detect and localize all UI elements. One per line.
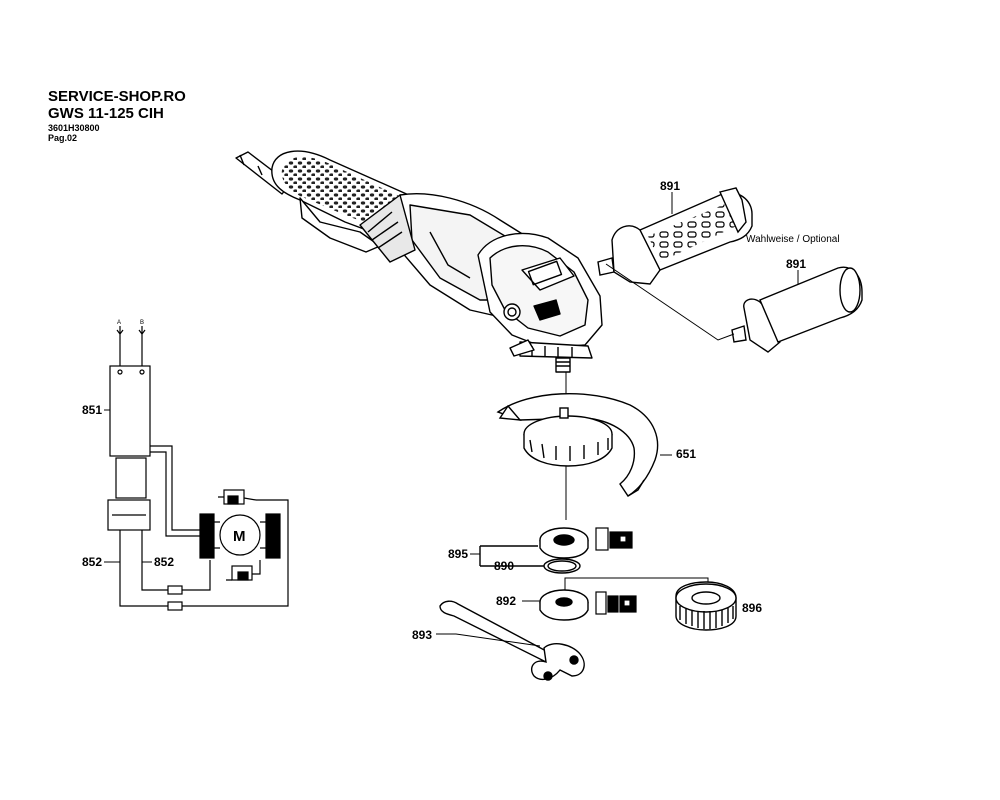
- model-name: GWS 11-125 CIH: [48, 105, 164, 122]
- flange-section: [595, 527, 633, 551]
- terminal-b: B: [140, 320, 144, 326]
- label-895: 895: [448, 547, 468, 561]
- clamping-nut: [539, 589, 589, 621]
- page-number: Pag.02: [48, 133, 78, 143]
- label-891-optional: 891: [786, 257, 806, 271]
- label-891-top: 891: [660, 179, 680, 193]
- nut-section: [595, 591, 637, 615]
- label-893: 893: [412, 628, 432, 642]
- inner-flange: [539, 527, 589, 559]
- label-890: 890: [494, 559, 514, 573]
- wiring-diagram: [107, 326, 289, 611]
- motor-symbol: M: [233, 528, 246, 545]
- angle-grinder-body: [235, 150, 603, 373]
- label-892: 892: [496, 594, 516, 608]
- label-852-right: 852: [154, 555, 174, 569]
- spanner-wrench: [439, 600, 585, 681]
- o-ring: [543, 558, 581, 574]
- label-896: 896: [742, 601, 762, 615]
- site-title: SERVICE-SHOP.RO: [48, 88, 186, 105]
- side-handle-top: [597, 187, 753, 285]
- label-651: 651: [676, 447, 696, 461]
- wheel-guard: [496, 393, 659, 497]
- quick-clamping-nut: [675, 581, 737, 631]
- terminal-a: A: [117, 320, 121, 326]
- optional-note: Wahlweise / Optional: [746, 234, 840, 245]
- label-852-left: 852: [82, 555, 102, 569]
- part-number: 3601H30800: [48, 123, 100, 133]
- label-851: 851: [82, 403, 102, 417]
- header-block: SERVICE-SHOP.RO GWS 11-125 CIH 3601H3080…: [48, 89, 186, 144]
- side-handle-optional: [731, 266, 863, 353]
